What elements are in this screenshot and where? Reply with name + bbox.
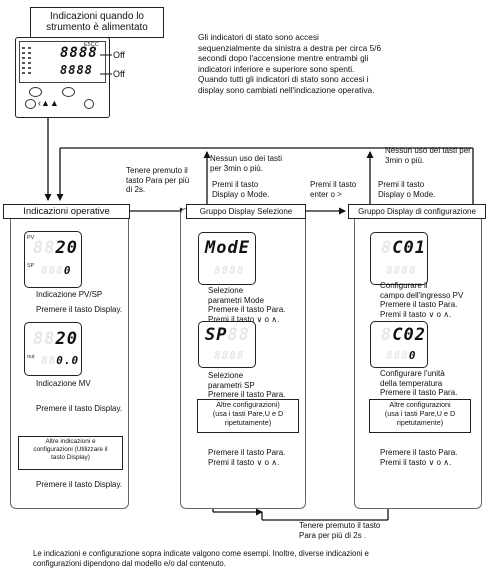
- pv-sp-display: PV 8820 SP 8880: [24, 231, 82, 288]
- out-tag: out: [27, 354, 35, 360]
- model-label: E5CC: [84, 42, 99, 48]
- pv-upper-value: 20: [55, 238, 78, 258]
- config-group-other-box: Altre configurazioni (usa i tasti Pare,U…: [369, 399, 471, 433]
- c01-caption: Configurare il campo dell'ingresso PV Pr…: [380, 281, 464, 319]
- power-on-upper-display: 8888: [60, 45, 98, 61]
- segment-ghost: 88: [33, 238, 56, 258]
- segment-ghost: 88: [227, 325, 250, 345]
- operation-title: Indicazioni operative: [3, 204, 130, 219]
- operation-other-text: Altre indicazioni e configurazioni (Util…: [33, 438, 108, 461]
- power-on-title: Indicazioni quando lo strumento è alimen…: [46, 11, 148, 33]
- off-pointers: [100, 54, 112, 75]
- c01-upper-value: C01: [392, 238, 426, 258]
- display-group-other-press: Premere il tasto Para. Premi il tasto ∨ …: [208, 448, 286, 467]
- segment-ghost: 8: [381, 238, 393, 258]
- segment-ghost: 8888: [214, 264, 245, 277]
- controller-screen: E5CC 8888 8888: [19, 41, 106, 83]
- no-keys-right-label: Nessun uso dei tasti per 3min o più.: [385, 146, 471, 165]
- off-upper-label: Off: [113, 50, 125, 60]
- no-keys-center-label: Nessun uso dei tasti per 3min o più.: [210, 154, 283, 173]
- power-icon: [84, 99, 94, 109]
- mode-caption: Selezione parametri Mode Premere il tast…: [208, 286, 286, 324]
- hold-para-label: Tenere premuto il tasto Para per più di …: [126, 166, 190, 194]
- sp-upper-value: SP: [205, 325, 228, 345]
- mv-caption: Indicazione MV: [36, 379, 91, 388]
- press-enter-label: Premi il tasto enter o >: [310, 180, 357, 199]
- pv-tag: PV: [27, 235, 35, 241]
- mv-lower-value: 0.0: [56, 354, 80, 367]
- segment-ghost: 888: [386, 349, 409, 362]
- config-group-other-text: Altre configurazioni (usa i tasti Pare,U…: [384, 400, 456, 427]
- mv-press-label: Premere il tasto Display.: [36, 404, 123, 413]
- segment-ghost: 888: [41, 264, 64, 277]
- display-group-other-box: Altre configurazioni) (usa i tasti Pare,…: [197, 399, 299, 433]
- key-round-icon: [62, 87, 75, 97]
- press-display-mode-right-label: Premi il tasto Display o Mode.: [378, 180, 436, 199]
- segment-ghost: 88: [33, 329, 56, 349]
- sp-select-display: SP88 8888: [198, 321, 256, 368]
- display-group-other-text: Altre configurazioni) (usa i tasti Pare,…: [212, 400, 284, 427]
- footnote: Le indicazioni e configurazione sopra in…: [33, 549, 369, 568]
- controller-front: E5CC 8888 8888 ‹▲▲: [15, 37, 110, 118]
- pv-press-label: Premere il tasto Display.: [36, 305, 123, 314]
- mode-upper-value: ModE: [205, 238, 250, 258]
- c02-display: 8C02 8880: [370, 321, 428, 368]
- power-on-title-box: Indicazioni quando lo strumento è alimen…: [30, 7, 164, 38]
- c02-upper-value: C02: [392, 325, 426, 345]
- off-lower-label: Off: [113, 69, 125, 79]
- pv-caption: Indicazione PV/SP: [36, 290, 103, 299]
- key-round-icon: [29, 87, 42, 97]
- power-on-description: Gli indicatori di stato sono accesi sequ…: [198, 32, 382, 95]
- power-on-lower-display: 8888: [60, 63, 93, 77]
- config-group-title: Gruppo Display di configurazione: [348, 204, 486, 219]
- c02-lower-value: 0: [408, 349, 417, 362]
- hold-para-bottom-label: Tenere premuto il tasto Para per più di …: [299, 521, 381, 540]
- operation-other-press: Premere il tasto Display.: [36, 480, 123, 489]
- segment-ghost: 8: [381, 325, 393, 345]
- pv-lower-value: 0: [63, 264, 72, 277]
- mv-upper-value: 20: [55, 329, 78, 349]
- sp-tag: SP: [27, 263, 35, 269]
- mv-display: 8820 out 880.0: [24, 322, 82, 376]
- segment-ghost: 88: [41, 354, 57, 367]
- press-display-mode-center-label: Premi il tasto Display o Mode.: [212, 180, 270, 199]
- status-leds-icon: [22, 47, 25, 77]
- operation-other-box: Altre indicazioni e configurazioni (Util…: [18, 436, 123, 470]
- segment-ghost: 8888: [386, 264, 417, 277]
- key-round-icon: [25, 99, 36, 109]
- status-leds-icon: [28, 47, 31, 77]
- display-group-title: Gruppo Display Selezione: [186, 204, 306, 219]
- mode-display: ModE 8888: [198, 232, 256, 285]
- arrow-keys-icon: ‹▲▲: [38, 98, 59, 108]
- config-group-other-press: Premere il tasto Para. Premi il tasto ∨ …: [380, 448, 458, 467]
- segment-ghost: 8888: [214, 349, 245, 362]
- c01-display: 8C01 8888: [370, 232, 428, 285]
